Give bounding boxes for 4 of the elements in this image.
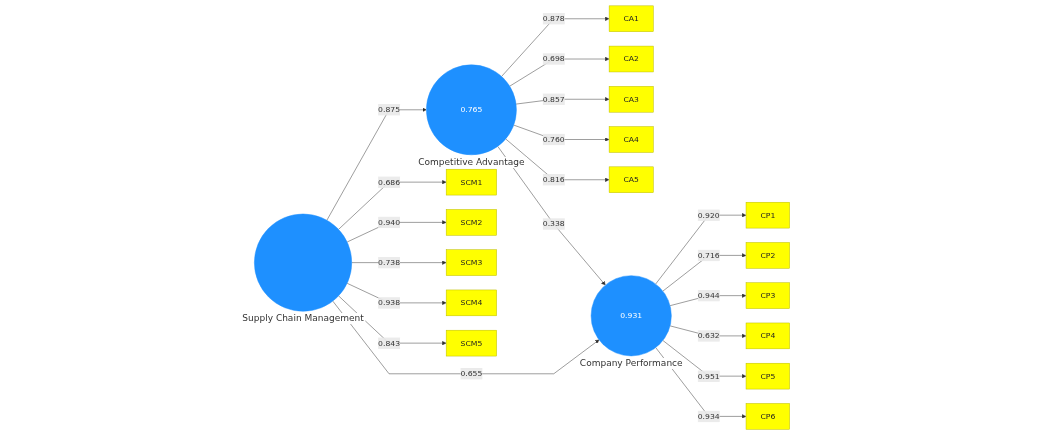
construct-name: Company Performance [577, 357, 685, 369]
construct-name: Competitive Advantage [416, 156, 527, 168]
node-circle [254, 213, 352, 312]
construct-name: Supply Chain Management [240, 313, 366, 325]
